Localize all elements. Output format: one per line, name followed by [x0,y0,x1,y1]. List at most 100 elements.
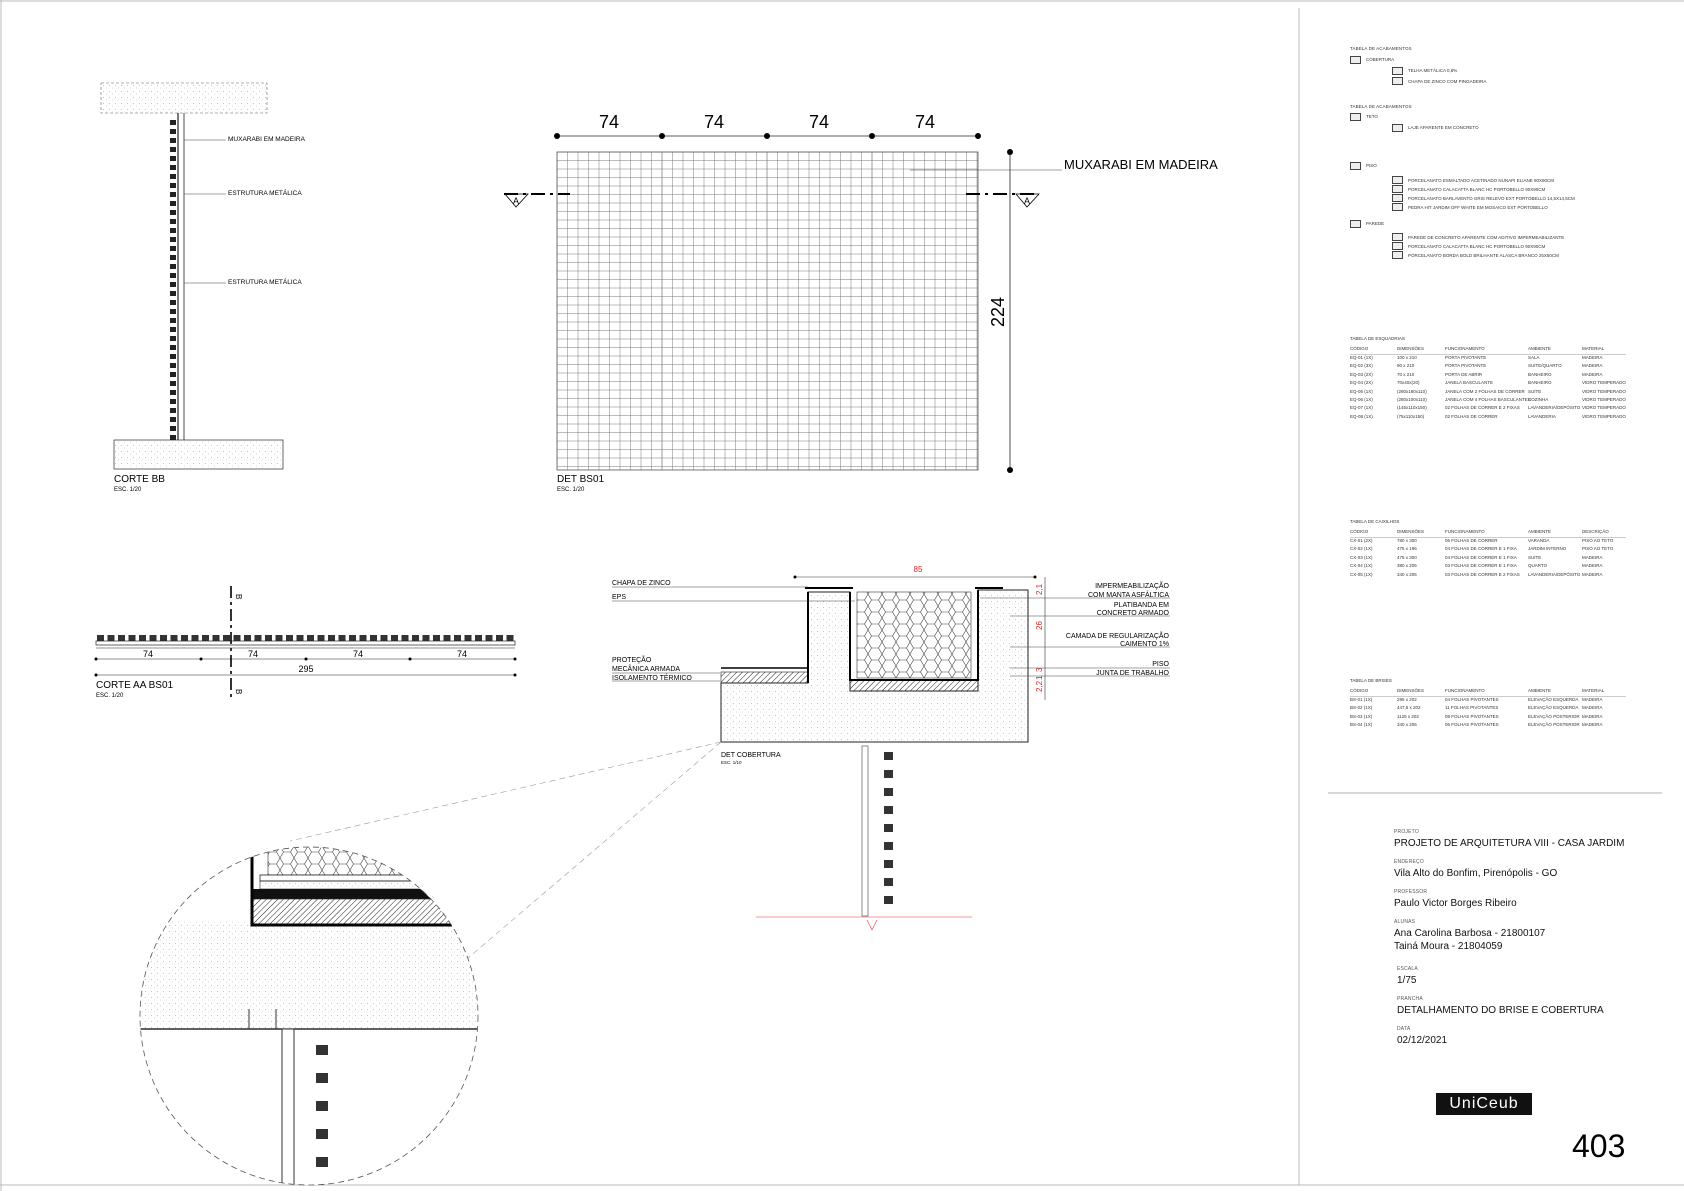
slat [170,381,176,386]
aluna-2: Tainá Moura - 21804059 [1394,941,1503,952]
table-cell: 90 x 210 [1397,363,1415,369]
legend-swatch [1392,176,1403,184]
bs01-section-mark-right: A [1024,196,1030,206]
sheet-number: 403 [1572,1128,1626,1164]
table-header: FUNCIONAMENTO [1445,688,1485,693]
acabamentos-title: TABELA DE ACABAMENTOS [1350,104,1412,109]
table-cell: SUÍTE/QUARTO [1528,363,1562,369]
table-cell: 04 FOLHAS DE CORRER E 1 FIXA [1445,554,1517,560]
slat [191,635,199,641]
slat [170,237,176,242]
slat [170,426,176,431]
slat [884,770,893,778]
slat [884,788,893,796]
det-bs01-scale: ESC. 1/20 [557,487,585,493]
table-cell: 340 x 205 [1397,571,1417,577]
table-cell: CX-03 (1X) [1350,554,1373,560]
slat [506,635,514,641]
slat [454,635,461,641]
aa-dim-3: 74 [353,649,363,659]
corte-bb-drawing: MUXARABI EM MADEIRA ESTRUTURA METÁLICA E… [100,82,306,493]
slat [170,336,176,341]
projeto-value: PROJETO DE ARQUITETURA VIII - CASA JARDI… [1394,838,1625,849]
corte-aa-drawing: 74 74 74 74 295 B B CORTE AA BS01 ESC. 1… [94,586,517,700]
table-header: AMBIENTE [1528,529,1552,534]
legend-swatch [1392,194,1403,202]
corte-aa-scale: ESC. 1/20 [96,693,124,699]
table-cell: 70x40x(20) [1397,380,1420,386]
table-header: DIMENSÕES [1397,529,1425,534]
slat [118,635,125,641]
slat [170,201,176,206]
slat [170,635,178,641]
cob-label-imper-2: COM MANTA ASFÁLTICA [1088,590,1169,599]
table-cell: 380 x 205 [1397,563,1417,569]
endereco-value: Vila Alto do Bonfim, Pirenópolis - GO [1394,868,1558,879]
slat [170,399,176,404]
det-bs01-title: DET BS01 [557,474,604,485]
bs01-label-muxarabi: MUXARABI EM MADEIRA [1064,157,1218,172]
bb-label-estrutura-1: ESTRUTURA METÁLICA [228,188,302,197]
table-cell: CX-02 (1X) [1350,546,1373,552]
bb-label-estrutura-2: ESTRUTURA METÁLICA [228,277,302,286]
acab-item: PORCELANATO CALACATTA BLANC HC PORTOBELL… [1408,187,1546,192]
aa-section-mark-bottom: B [234,689,243,694]
table-cell: 04 FOLHAS DE CORRER E 1 FIXA [1445,546,1517,552]
cob-label-plat-2: CONCRETO ARMADO [1097,610,1170,617]
slat [433,635,440,641]
slat [170,165,176,170]
slat [170,390,176,395]
slat [884,752,893,760]
cob-label-mecanica: MECÂNICA ARMADA [612,664,680,673]
slat [307,635,314,641]
table-cell: EQ-05 (1X) [1350,388,1373,394]
acab-item: PAREDE DE CONCRETO APARENTE COM ADITIVO … [1408,235,1565,240]
slat [170,228,176,233]
slat [296,635,304,641]
table-cell: PISO AO TETO [1582,546,1614,552]
slat [412,635,419,641]
table-header: AMBIENTE [1528,688,1552,693]
table-header: DIMENSÕES [1397,688,1425,693]
table-cell: SALA [1528,355,1540,360]
cob-label-junta: JUNTA DE TRABALHO [1096,670,1169,677]
table-cell: ELEVAÇÃO POSTERIOR [1528,713,1580,719]
table-cell: MADEIRA [1582,363,1603,369]
slat [170,147,176,152]
slat [275,635,283,641]
table-cell: BS-01 (1X) [1350,697,1373,702]
table-header: FUNCIONAMENTO [1445,346,1485,351]
acab-group-parede: PAREDE [1366,221,1385,226]
slat [170,372,176,377]
table-cell: QUARTO [1528,563,1548,569]
acab-item: PEDRA HIT JARDIM OFF WHITE EM MOSAICO EX… [1408,205,1548,210]
acab-group-cobertura: COBERTURA [1366,57,1395,62]
table-cell: MADEIRA [1582,563,1603,569]
table-cell: EQ-06 (1X) [1350,397,1373,402]
legend-swatch [1350,220,1361,228]
table-cell: EQ-08 (1X) [1350,413,1373,419]
table-cell: (145x110x150) [1397,405,1427,411]
table-cell: 70 x 210 [1397,371,1415,377]
escala-value: 1/75 [1397,975,1417,986]
table-cell: JARDIM INTERNO [1528,546,1567,552]
legend-swatch [1350,56,1361,64]
prancha-label: PRANCHA [1397,996,1423,1002]
table-cell: 475 x 196 [1397,546,1417,552]
table-cell: SUÍTE [1528,388,1542,394]
cob-dim-r2: 26 [1035,621,1044,630]
slat [349,635,356,641]
slat [316,1101,328,1111]
det-bs01-drawing: 74 74 74 74 224 MUXARABI EM MADEIRA A A … [504,112,1218,493]
table-cell: 295 x 202 [1397,697,1417,702]
table-cell: VIDRO TEMPERADO [1582,413,1626,419]
table-cell: PORTA PIVOTANTE [1445,355,1487,360]
table-title: TABELA DE CAIXILHOS [1350,519,1400,524]
acab-item: TELHA METÁLICA 0,8% [1408,68,1458,73]
magnified-detail [139,741,722,1186]
aluna-1: Ana Carolina Barbosa - 21800107 [1394,928,1546,939]
aa-dim-4: 74 [457,649,467,659]
cob-label-chapa: CHAPA DE ZINCO [612,580,671,587]
slat [464,635,472,641]
